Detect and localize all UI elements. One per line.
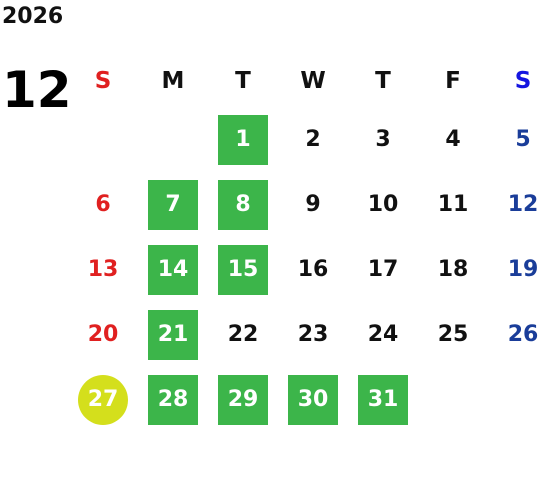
empty-day <box>428 375 478 425</box>
weekday-header-sun: S <box>94 68 112 94</box>
day-cell-13[interactable]: 13 <box>68 237 138 302</box>
day-number: 26 <box>507 322 539 347</box>
day-number: 15 <box>218 244 268 295</box>
day-number: 13 <box>87 257 119 282</box>
weekday-header-wed: W <box>300 68 326 94</box>
day-cell-23[interactable]: 23 <box>278 302 348 367</box>
day-cell-19[interactable]: 19 <box>488 237 548 302</box>
day-number: 27 <box>78 374 128 425</box>
day-cell-22[interactable]: 22 <box>208 302 278 367</box>
day-cell-26[interactable]: 26 <box>488 302 548 367</box>
day-cell-8[interactable]: 8 <box>208 172 278 237</box>
year-label: 2026 <box>2 4 64 29</box>
day-number: 18 <box>437 257 469 282</box>
empty-day <box>78 115 128 165</box>
weekday-header-mon: M <box>161 68 185 94</box>
day-cell-14[interactable]: 14 <box>138 237 208 302</box>
day-cell-9[interactable]: 9 <box>278 172 348 237</box>
empty-day-cell <box>68 107 138 172</box>
day-number: 4 <box>445 127 461 152</box>
day-number: 21 <box>148 309 198 360</box>
day-cell-30[interactable]: 30 <box>278 367 348 432</box>
day-cell-4[interactable]: 4 <box>418 107 488 172</box>
day-number: 3 <box>375 127 391 152</box>
day-number: 8 <box>218 179 268 230</box>
empty-day-cell <box>488 367 548 432</box>
day-cell-18[interactable]: 18 <box>418 237 488 302</box>
day-number: 10 <box>367 192 399 217</box>
day-cell-5[interactable]: 5 <box>488 107 548 172</box>
empty-day-cell <box>418 367 488 432</box>
day-number: 17 <box>367 257 399 282</box>
day-number: 14 <box>148 244 198 295</box>
day-number: 6 <box>95 192 111 217</box>
weekday-header-tue: T <box>235 68 251 94</box>
day-cell-25[interactable]: 25 <box>418 302 488 367</box>
day-cell-21[interactable]: 21 <box>138 302 208 367</box>
empty-day-cell <box>138 107 208 172</box>
day-cell-3[interactable]: 3 <box>348 107 418 172</box>
day-cell-17[interactable]: 17 <box>348 237 418 302</box>
empty-day <box>498 375 548 425</box>
weekday-header-sat: S <box>514 68 532 94</box>
day-cell-28[interactable]: 28 <box>138 367 208 432</box>
day-cell-7[interactable]: 7 <box>138 172 208 237</box>
day-number: 5 <box>515 127 531 152</box>
day-cell-31[interactable]: 31 <box>348 367 418 432</box>
day-cell-10[interactable]: 10 <box>348 172 418 237</box>
day-cell-2[interactable]: 2 <box>278 107 348 172</box>
month-label: 12 <box>2 61 72 119</box>
day-cell-27[interactable]: 27 <box>68 367 138 432</box>
day-number: 23 <box>297 322 329 347</box>
day-number: 20 <box>87 322 119 347</box>
day-cell-24[interactable]: 24 <box>348 302 418 367</box>
day-number: 28 <box>148 374 198 425</box>
day-number: 22 <box>227 322 259 347</box>
weekday-header-fri: F <box>445 68 461 94</box>
day-number: 11 <box>437 192 469 217</box>
day-cell-29[interactable]: 29 <box>208 367 278 432</box>
weekday-header-thu: T <box>375 68 391 94</box>
day-cell-12[interactable]: 12 <box>488 172 548 237</box>
day-cell-6[interactable]: 6 <box>68 172 138 237</box>
day-number: 9 <box>305 192 321 217</box>
day-number: 19 <box>507 257 539 282</box>
day-number: 2 <box>305 127 321 152</box>
day-number: 7 <box>148 179 198 230</box>
day-number: 30 <box>288 374 338 425</box>
day-cell-11[interactable]: 11 <box>418 172 488 237</box>
day-number: 29 <box>218 374 268 425</box>
day-number: 24 <box>367 322 399 347</box>
day-cell-1[interactable]: 1 <box>208 107 278 172</box>
day-number: 31 <box>358 374 408 425</box>
empty-day <box>148 115 198 165</box>
day-cell-20[interactable]: 20 <box>68 302 138 367</box>
day-number: 12 <box>507 192 539 217</box>
day-number: 1 <box>218 114 268 165</box>
day-number: 16 <box>297 257 329 282</box>
day-cell-16[interactable]: 16 <box>278 237 348 302</box>
day-cell-15[interactable]: 15 <box>208 237 278 302</box>
day-number: 25 <box>437 322 469 347</box>
